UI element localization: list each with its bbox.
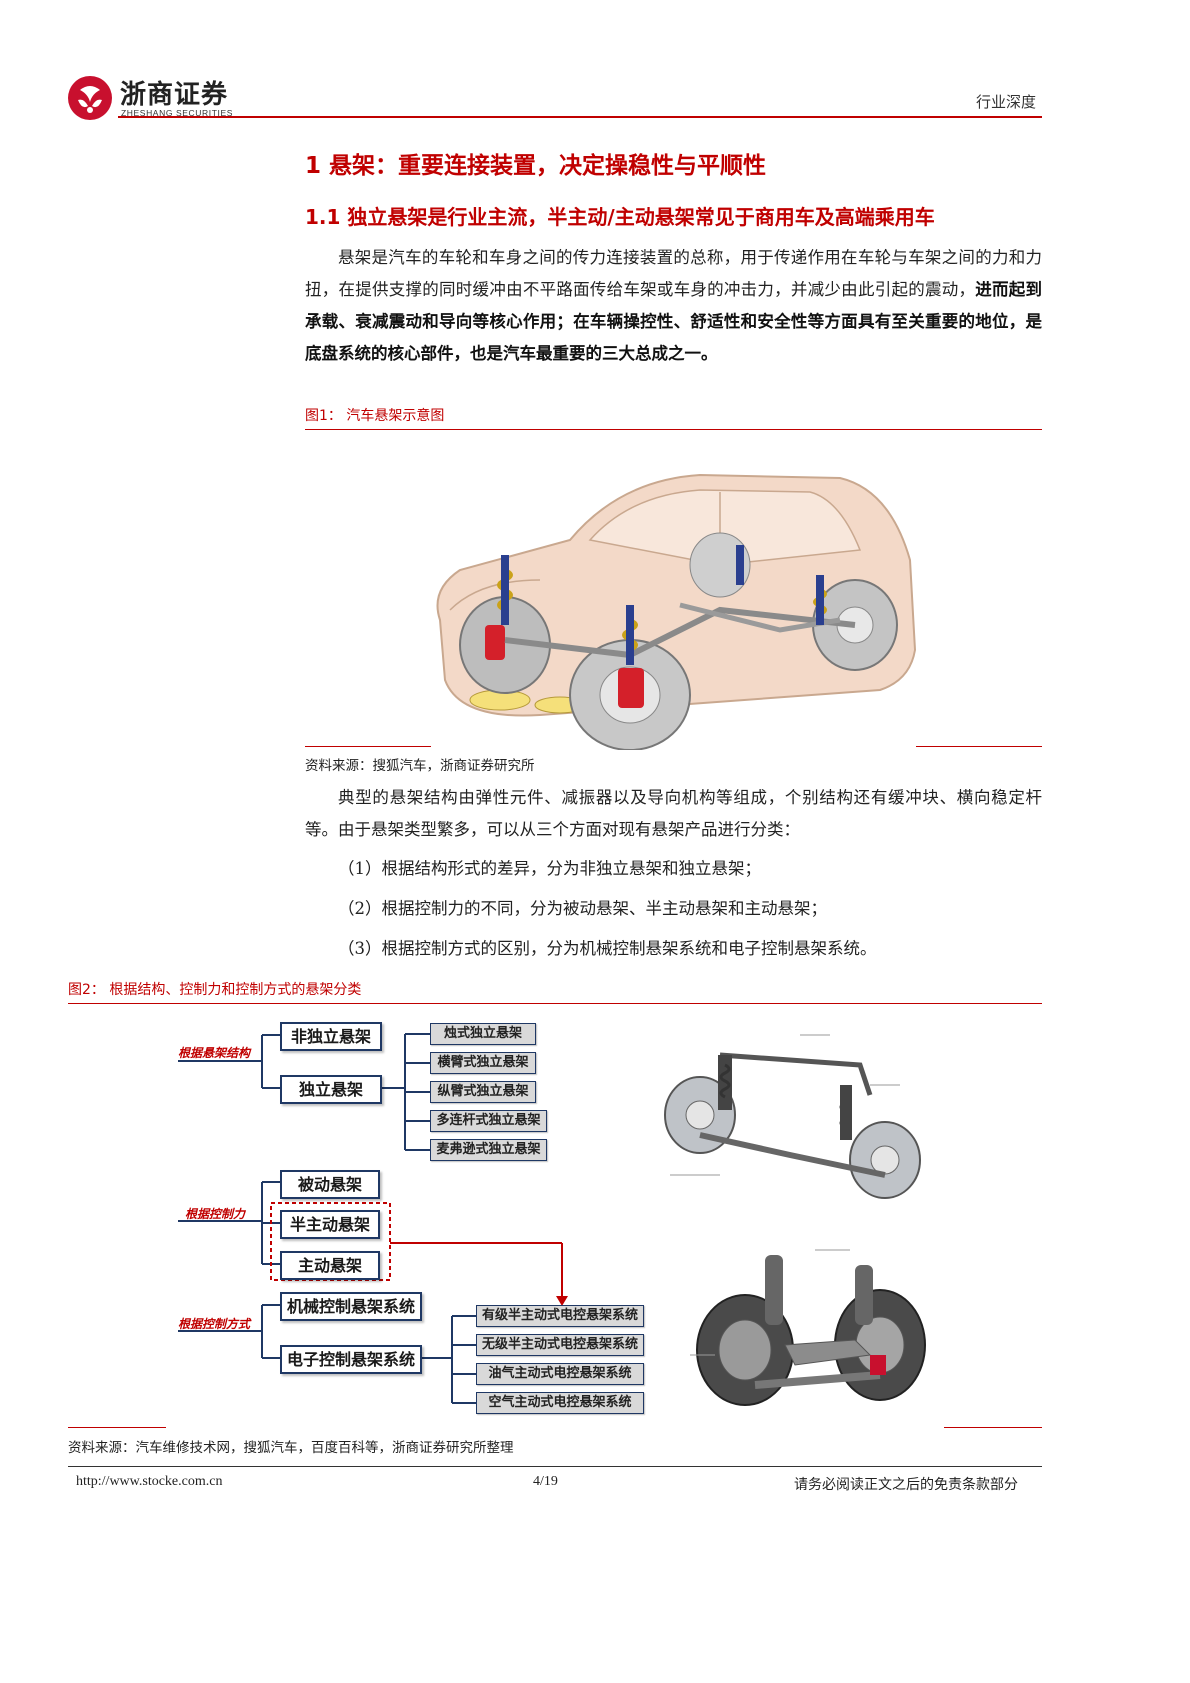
semi-active-suspension-box: 半主动悬架 <box>280 1210 380 1239</box>
active-suspension-box: 主动悬架 <box>280 1251 380 1280</box>
figure1-bottom-rule-right <box>916 746 1042 747</box>
footer-rule <box>68 1466 1042 1467</box>
category-force-label: 根据控制力 <box>185 1207 246 1221</box>
figure1-bottom-rule-left <box>305 746 431 747</box>
independent-type-box: 多连杆式独立悬架 <box>430 1110 547 1132</box>
classification-paragraph: 典型的悬架结构由弹性元件、减振器以及导向机构等组成，个别结构还有缓冲块、横向稳定… <box>305 788 1042 839</box>
classification-item: （1）根据结构形式的差异，分为非独立悬架和独立悬架； <box>338 859 761 878</box>
company-name-en: ZHESHANG SECURITIES <box>121 108 233 118</box>
electronic-type-box: 无级半主动式电控悬架系统 <box>476 1334 644 1356</box>
non-independent-suspension-box: 非独立悬架 <box>280 1022 382 1051</box>
footer-disclaimer: 请务必阅读正文之后的免责条款部分 <box>794 1478 1018 1493</box>
independent-suspension-illustration <box>660 1025 930 1210</box>
header-rule <box>118 116 1042 118</box>
footer-url[interactable]: http://www.stocke.com.cn <box>76 1474 223 1489</box>
independent-type-box: 横臂式独立悬架 <box>430 1052 536 1074</box>
electronic-type-box: 空气主动式电控悬架系统 <box>476 1392 644 1414</box>
figure1-top-rule <box>305 429 1042 430</box>
company-logo <box>66 74 114 122</box>
independent-type-box: 麦弗逊式独立悬架 <box>430 1139 547 1161</box>
figure1-caption: 图1： 汽车悬架示意图 <box>305 408 445 424</box>
independent-type-box: 烛式独立悬架 <box>430 1023 536 1045</box>
passive-suspension-box: 被动悬架 <box>280 1170 380 1199</box>
independent-suspension-box: 独立悬架 <box>280 1075 382 1104</box>
logo-icon <box>68 76 112 120</box>
car-suspension-illustration <box>420 440 920 751</box>
classification-item: （2）根据控制力的不同，分为被动悬架、半主动悬架和主动悬架； <box>338 899 827 918</box>
section-title: 1 悬架：重要连接装置，决定操稳性与平顺性 <box>305 153 767 179</box>
category-method-label: 根据控制方式 <box>178 1317 251 1331</box>
category-structure-label: 根据悬架结构 <box>178 1046 251 1060</box>
figure2-caption: 图2： 根据结构、控制力和控制方式的悬架分类 <box>68 982 362 998</box>
page-number: 4/19 <box>533 1474 558 1489</box>
figure2-bottom-rule-left <box>68 1427 166 1428</box>
intro-bold-text: 进而起到承载、衰减震动和导向等核心作用；在车辆操控性、舒适性和安全性等方面具有至… <box>305 280 1043 363</box>
electronic-type-box: 油气主动式电控悬架系统 <box>476 1363 644 1385</box>
subsection-title: 1.1 独立悬架是行业主流，半主动/主动悬架常见于商用车及高端乘用车 <box>305 205 935 229</box>
classification-item: （3）根据控制方式的区别，分为机械控制悬架系统和电子控制悬架系统。 <box>338 939 877 958</box>
figure2-bottom-rule-right <box>944 1427 1042 1428</box>
intro-paragraph: 悬架是汽车的车轮和车身之间的传力连接装置的总称，用于传递作用在车轮与车架之间的力… <box>305 242 1042 370</box>
electronic-type-box: 有级半主动式电控悬架系统 <box>476 1305 644 1327</box>
figure1-source: 资料来源：搜狐汽车，浙商证券研究所 <box>305 758 535 774</box>
mechanical-control-box: 机械控制悬架系统 <box>280 1292 422 1321</box>
electronic-control-box: 电子控制悬架系统 <box>280 1345 422 1374</box>
company-name-cn: 浙商证券 <box>120 80 229 110</box>
independent-type-box: 纵臂式独立悬架 <box>430 1081 536 1103</box>
figure2-source: 资料来源：汽车维修技术网，搜狐汽车，百度百科等，浙商证券研究所整理 <box>68 1440 514 1456</box>
intro-text: 悬架是汽车的车轮和车身之间的传力连接装置的总称，用于传递作用在车轮与车架之间的力… <box>305 248 1042 299</box>
air-suspension-illustration <box>685 1235 930 1420</box>
figure2-top-rule <box>68 1003 1042 1004</box>
doc-type: 行业深度 <box>976 93 1037 111</box>
